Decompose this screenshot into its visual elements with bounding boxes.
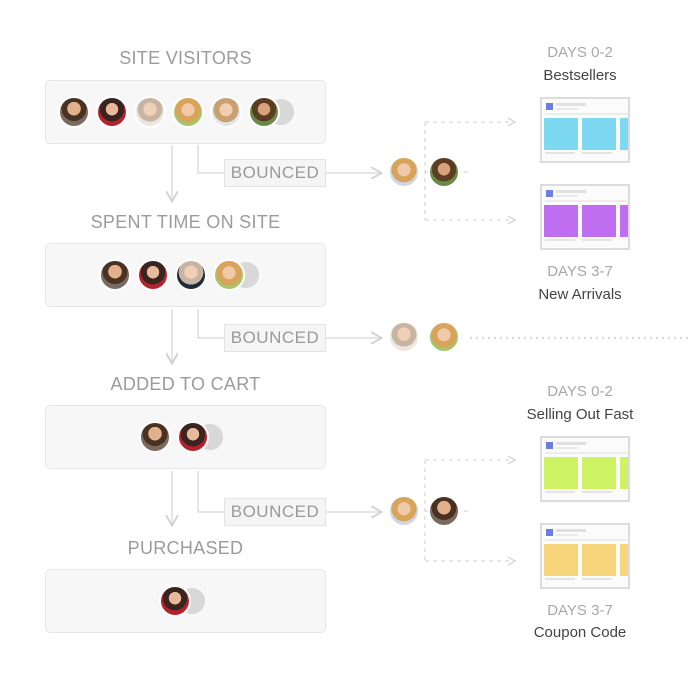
avatar	[388, 495, 420, 527]
avatar-group	[58, 81, 296, 143]
campaign-name: Selling Out Fast	[526, 406, 634, 423]
avatar	[58, 96, 90, 128]
avatar	[139, 421, 171, 453]
avatar	[248, 96, 280, 128]
avatar-group	[139, 406, 225, 468]
avatar	[210, 96, 242, 128]
campaign-name: New Arrivals	[538, 286, 622, 303]
bounced-tag: BOUNCED	[224, 159, 326, 187]
campaign-connector	[424, 121, 512, 221]
avatar	[388, 321, 420, 353]
campaign-days-label: DAYS 0-2	[547, 383, 613, 400]
campaign-days-label: DAYS 3-7	[547, 602, 613, 619]
stage-box-added-to-cart	[45, 405, 326, 469]
avatar	[134, 96, 166, 128]
bounce-branch	[197, 145, 224, 174]
avatar	[175, 259, 207, 291]
campaign-days-label: DAYS 0-2	[547, 44, 613, 61]
stage-title-purchased: PURCHASED	[127, 538, 244, 558]
avatar	[213, 259, 245, 291]
avatar	[428, 321, 460, 353]
stage-box-site-visitors	[45, 80, 326, 144]
stage-title-site-visitors: SITE VISITORS	[119, 48, 252, 68]
avatar	[177, 421, 209, 453]
avatar	[428, 156, 460, 188]
campaign-connector	[424, 459, 512, 562]
bounced-tag: BOUNCED	[224, 324, 326, 352]
avatar	[159, 585, 191, 617]
bounced-avatar-group	[388, 321, 460, 353]
avatar	[96, 96, 128, 128]
stage-title-added-to-cart: ADDED TO CART	[110, 374, 261, 394]
avatar-group	[159, 570, 207, 632]
email-thumbnail-bestsellers[interactable]	[540, 97, 630, 163]
avatar	[428, 495, 460, 527]
bounced-avatar-group	[388, 156, 460, 188]
bounced-tag: BOUNCED	[224, 498, 326, 526]
avatar	[388, 156, 420, 188]
bounced-avatar-group	[388, 495, 460, 527]
avatar	[137, 259, 169, 291]
campaign-days-label: DAYS 3-7	[547, 263, 613, 280]
email-thumbnail-new-arrivals[interactable]	[540, 184, 630, 250]
campaign-name: Bestsellers	[543, 67, 617, 84]
stage-title-spent-time: SPENT TIME ON SITE	[90, 212, 281, 232]
stage-box-purchased	[45, 569, 326, 633]
avatar	[172, 96, 204, 128]
email-thumbnail-coupon-code[interactable]	[540, 523, 630, 589]
avatar-group	[99, 244, 261, 306]
stage-box-spent-time	[45, 243, 326, 307]
bounce-branch	[197, 309, 224, 339]
avatar	[99, 259, 131, 291]
bounce-branch	[197, 471, 224, 513]
email-thumbnail-selling-out-fast[interactable]	[540, 436, 630, 502]
campaign-name: Coupon Code	[533, 624, 627, 641]
